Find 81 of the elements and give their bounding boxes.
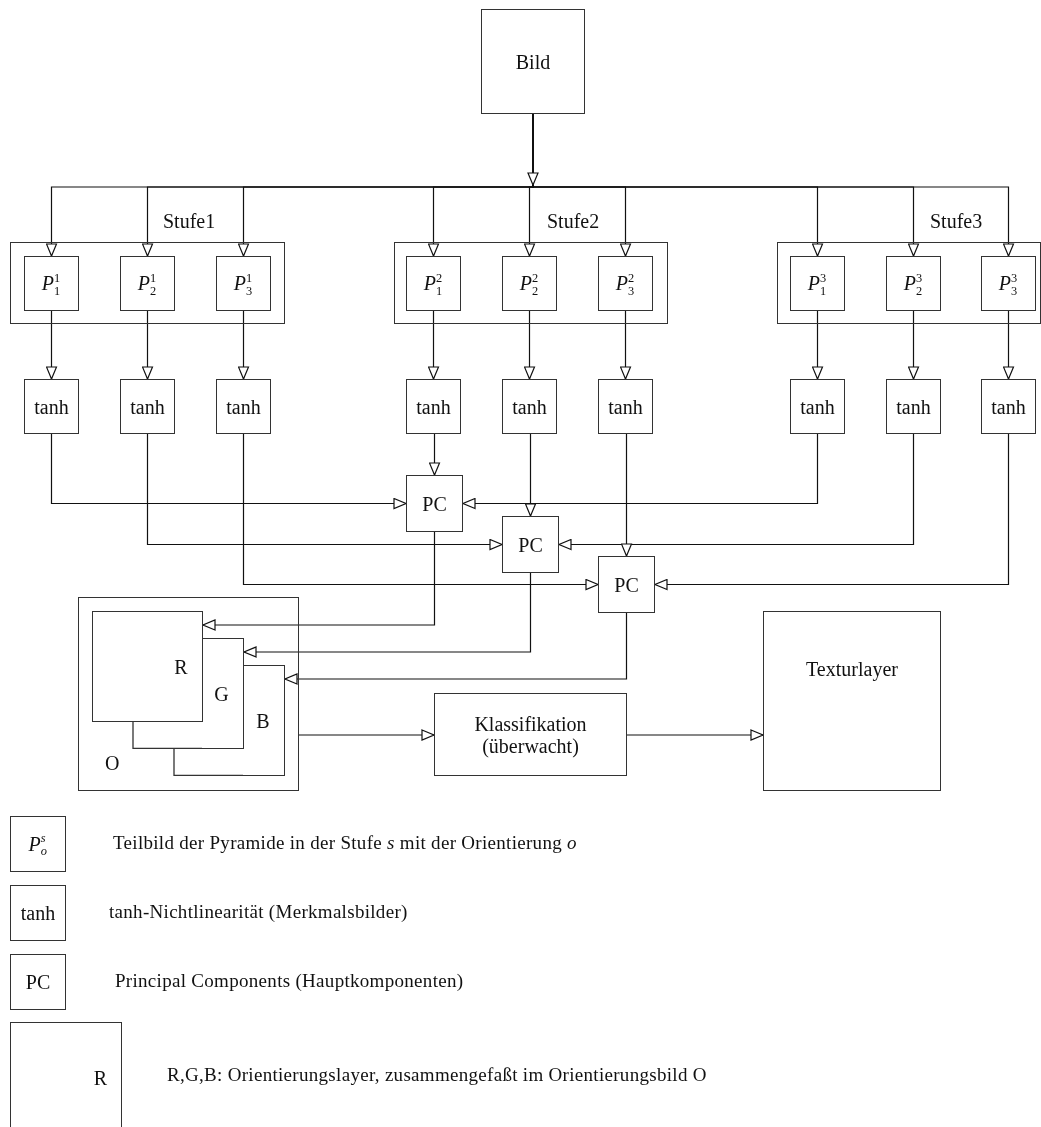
process-box (119, 255, 175, 311)
arrow (428, 433, 441, 476)
layer-label: R (93, 1067, 107, 1090)
arrow (242, 433, 599, 591)
arrow (523, 310, 536, 380)
arrow (50, 433, 407, 510)
legend-description: Teilbild der Pyramide in der Stufe s mit der Orientierung o (113, 833, 577, 854)
layer-box (242, 664, 285, 776)
box-label: tanh (20, 902, 56, 924)
layer-label: B (256, 709, 270, 733)
box-label: Bild (515, 50, 551, 73)
arrow (620, 433, 633, 557)
arrow (462, 433, 819, 510)
process-box (406, 379, 461, 434)
box-label: tanh (896, 395, 931, 418)
process-box (502, 516, 559, 573)
box-label: tanh (226, 395, 261, 418)
layer-box (91, 610, 203, 722)
process-box (502, 379, 557, 434)
stage-label: Stufe3 (930, 210, 983, 233)
arrow (811, 310, 824, 380)
process-box (215, 255, 271, 311)
box-label: PC (25, 971, 51, 993)
process-box (598, 556, 655, 613)
box-label: PC (614, 573, 639, 596)
process-box (434, 693, 627, 776)
arrow (45, 310, 58, 380)
layer-box (201, 637, 244, 749)
process-box (501, 255, 557, 311)
arrow (619, 310, 632, 380)
box-label: Texturlayer (805, 658, 899, 680)
arrow (284, 612, 628, 685)
arrow (427, 310, 440, 380)
arrow (527, 113, 539, 186)
process-box (885, 255, 941, 311)
arrow (146, 433, 503, 551)
box-label: tanh (991, 395, 1026, 418)
box-label: PC (422, 492, 447, 515)
box-label: PC (518, 533, 543, 556)
process-box (405, 255, 461, 311)
box-label: tanh (512, 395, 547, 418)
process-box (789, 255, 845, 311)
output-box (763, 611, 941, 791)
process-box (481, 9, 585, 114)
image-label: O (105, 752, 120, 775)
process-box (120, 379, 175, 434)
box-label: tanh (416, 395, 451, 418)
process-box (597, 255, 653, 311)
arrow (202, 531, 436, 631)
process-box (406, 475, 463, 532)
arrow (237, 310, 250, 380)
box-label: tanh (800, 395, 835, 418)
arrow (626, 729, 764, 741)
stage-label: Stufe2 (547, 210, 600, 233)
orientation-image-box (78, 597, 299, 791)
box-label: tanh (130, 395, 165, 418)
box-label: tanh (34, 395, 69, 418)
legend-description: Principal Components (Hauptkomponenten) (115, 971, 464, 992)
legend-description: R,G,B: Orientierungslayer, zusammengefaßt im Orientierungsbild O (167, 1064, 707, 1086)
arrow (141, 310, 154, 380)
arrow (243, 572, 532, 658)
arrow (558, 433, 915, 551)
arrow (654, 433, 1010, 591)
stage-label: Stufe1 (163, 210, 216, 233)
box-label: Klassifikation (überwacht) (473, 712, 588, 757)
layer-label: G (214, 682, 229, 706)
process-box (790, 379, 845, 434)
process-box (24, 379, 79, 434)
process-box (886, 379, 941, 434)
arrow (907, 310, 920, 380)
arrow (1002, 310, 1015, 380)
process-box (216, 379, 271, 434)
process-box (23, 255, 79, 311)
layer-label: R (174, 655, 188, 679)
legend-description: tanh-Nichtlinearität (Merkmalsbilder) (109, 902, 408, 923)
process-box (980, 255, 1036, 311)
arrow (524, 433, 537, 517)
process-box (981, 379, 1036, 434)
box-label: tanh (608, 395, 643, 418)
arrow (298, 729, 435, 741)
process-box (598, 379, 653, 434)
